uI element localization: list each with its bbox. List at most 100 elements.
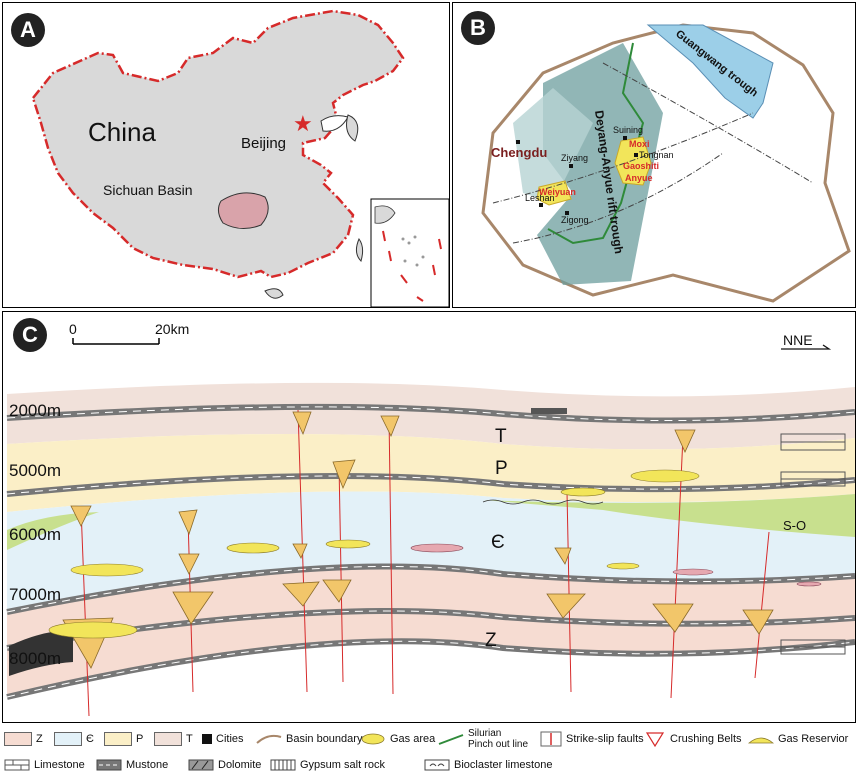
direction-arrow-icon [781,344,832,350]
legend-row-1: Z Є P T Cities Basin boundary Gas area S… [0,726,858,752]
strata-S-O: S-O [783,518,806,533]
legend-item-T: T [154,726,193,752]
mustone-dashes [6,406,855,698]
scale-bar [72,338,160,345]
inset-coast [374,205,396,224]
panel-c-badge: C [13,318,47,352]
layer-T [7,382,855,450]
basin-boundary-icon [256,734,282,744]
legend-swatch-T [154,732,182,746]
gas-field-weiyuan: Weiyuan [539,187,576,197]
panel-a-china-map: A ★ China Beijing Sichuan Basin [2,2,450,308]
layer-S-O-left [7,512,99,550]
star-icon: ★ [293,111,313,136]
inset-dash-line [382,230,442,302]
gas-reservoir-icon [748,737,774,744]
unconformity-wave [482,499,604,505]
limestone-icon [4,759,30,771]
cross-section-svg: 0 20km NNE [6,321,855,717]
taiwan-island [355,238,364,262]
legend-item-Z: Z [4,726,43,752]
legend-item-mustone: Mustone [96,752,168,778]
china-map-svg: ★ China Beijing Sichuan Basin [31,9,449,307]
city-ziyang: Ziyang [561,153,588,163]
strata-T: T [495,426,507,447]
gypsum-icon [270,759,296,771]
city-tongnan: Tongnan [639,150,674,160]
layer-Z [7,566,855,697]
crushing-belt-icon [645,732,665,747]
dolomite-block [9,630,73,676]
sichuan-basin-label: Sichuan Basin [103,182,193,198]
moxi-gas-area [614,136,652,186]
depth-6000m: 6000m [9,525,61,544]
china-label: China [88,117,156,147]
direction-label: NNE [783,332,813,348]
legend-item-strike-slip: Strike-slip faults [540,726,644,752]
depth-8000m: 8000m [9,649,61,668]
legend-item-cambrian: Є [54,726,94,752]
gas-field-gaoshiti: Gaoshiti [623,161,659,171]
gas-area-icon [361,733,385,745]
city-leshan: Leshan [525,193,555,203]
weiyuan-gas-area [536,180,572,206]
sichuan-basin-svg: Guangwang trough Deyang-Anyue rift troug… [481,23,851,303]
depth-5000m: 5000m [9,461,61,480]
legend-swatch-Z [4,732,32,746]
legend-item-gas-reservoir: Gas Reservior [748,726,848,752]
legend-item-cities: Cities [202,726,244,752]
legend-swatch-cambrian [54,732,82,746]
strike-slip-fault-icon [540,731,562,747]
inset-islands [401,235,425,267]
korea-peninsula [346,114,359,142]
depth-7000m: 7000m [9,585,61,604]
legend-item-crushing-belts: Crushing Belts [644,726,742,752]
bioclaster-icon [424,759,450,771]
guangwang-trough [646,24,774,119]
panel-c-cross-section: C 0 20km NNE [2,311,856,723]
city-zigong: Zigong [561,215,589,225]
legend-swatch-P [104,732,132,746]
strata-P: P [495,458,508,479]
panel-b-badge: B [461,11,495,45]
legend-item-limestone: Limestone [4,752,85,778]
pinch-out-line-icon [438,734,464,745]
depth-2000m: 2000m [9,401,61,420]
city-square-icon [202,734,212,744]
gas-reservoirs [48,469,700,639]
layer-P [7,434,855,512]
gas-reservoirs-pink [410,543,822,587]
legend-item-silurian-pinch-out: Silurian Pinch out line [438,726,528,752]
rift-light-band [513,88,593,203]
china-outline [31,9,405,279]
mustone-icon [96,759,122,771]
dolomite-icon [188,759,214,771]
layer-S-O [483,494,855,537]
silurian-pinch-out-line [547,42,645,245]
legend-row-2: Limestone Mustone Dolomite Gypsum salt r… [0,752,858,778]
strike-slip-faults [80,409,770,717]
legend-item-bioclaster: Bioclaster limestone [424,752,552,778]
legend-item-dolomite: Dolomite [188,752,261,778]
scale-start: 0 [69,321,77,337]
gypsum-salt-block [531,408,567,414]
hainan-island [264,288,284,299]
strata-cambrian: Є [491,532,505,553]
beijing-label: Beijing [241,135,286,152]
scale-end: 20km [155,321,189,337]
gas-field-moxi: Moxi [629,139,650,149]
gas-field-anyue: Anyue [625,173,653,183]
city-suining: Suining [613,125,643,135]
panel-b-sichuan-basin-map: B Guangwang trough Deyang-Anyue rift tro… [452,2,856,308]
city-markers [516,136,638,215]
legend-item-basin-boundary: Basin boundary [256,726,362,752]
structural-lines [492,62,814,244]
panel-a-badge: A [11,13,45,47]
strata-Z: Z [485,630,497,651]
legend-item-gypsum: Gypsum salt rock [270,752,385,778]
legend-item-gas-area: Gas area [360,726,435,752]
city-chengdu: Chengdu [491,145,547,160]
legend-item-P: P [104,726,143,752]
sichuan-basin-shape [217,192,269,229]
limestone-symbols [780,433,846,655]
